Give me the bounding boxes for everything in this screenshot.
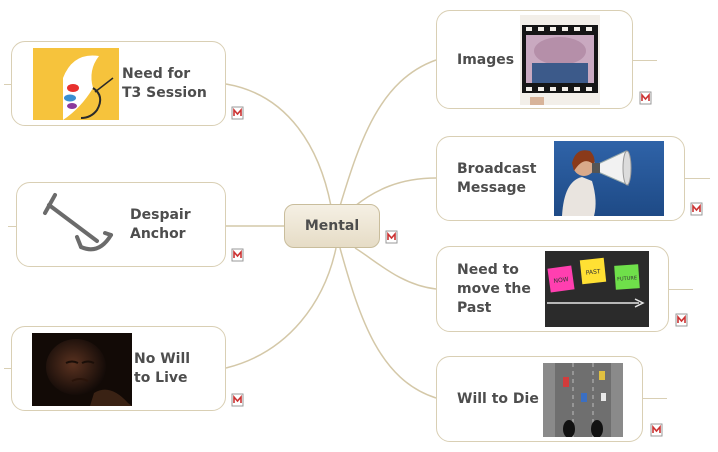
megaphone-photo — [554, 141, 664, 216]
connector-will-live — [225, 247, 337, 369]
note-icon-t3[interactable] — [231, 106, 244, 120]
sticky-notes-photo: NOW PAST FUTURE — [545, 251, 649, 327]
topic-images-label: Images — [457, 52, 515, 68]
topic-will-to-die[interactable]: Will to Die — [436, 356, 643, 442]
note-icon-central[interactable] — [385, 230, 398, 244]
topic-t3-session-label: Need for T3 Session — [122, 66, 207, 101]
topic-will-to-die-label: Will to Die — [457, 391, 539, 407]
central-topic-label: Mental — [304, 218, 360, 234]
note-icon-broadcast[interactable] — [690, 202, 703, 216]
stub-will-live — [4, 368, 12, 369]
stub-anchor — [8, 226, 16, 227]
connector-die — [339, 247, 437, 399]
note-icon-anchor[interactable] — [231, 248, 244, 262]
stub-images — [633, 60, 657, 61]
topic-t3-session[interactable]: Need for T3 Session — [11, 41, 226, 126]
sticky-note-now: NOW — [553, 276, 569, 285]
topic-move-the-past[interactable]: Need to move the Past NOW PAST FUTURE — [436, 246, 669, 332]
anchor-image — [43, 193, 113, 252]
connector-t3 — [225, 83, 332, 207]
topic-despair-anchor-label: Despair Anchor — [130, 207, 191, 242]
butterfly-logo-image — [33, 48, 119, 120]
connector-images — [339, 59, 437, 207]
connector-past — [354, 247, 437, 290]
sticky-note-future: FUTURE — [617, 275, 637, 282]
topic-broadcast-message[interactable]: Broadcast Message — [436, 136, 685, 221]
sticky-note-past: PAST — [585, 268, 601, 277]
stub-past — [669, 289, 693, 290]
topic-images[interactable]: Images — [436, 10, 633, 109]
stub-t3 — [4, 84, 12, 85]
topic-no-will-to-live[interactable]: No Will to Live — [11, 326, 226, 411]
note-icon-images[interactable] — [639, 91, 652, 105]
central-topic[interactable]: Mental — [284, 204, 380, 248]
topic-no-will-to-live-label: No Will to Live — [134, 351, 191, 386]
sad-woman-photo — [32, 333, 132, 406]
topic-broadcast-message-label: Broadcast Message — [457, 161, 537, 196]
film-frame-photo — [520, 15, 600, 105]
note-icon-die[interactable] — [650, 423, 663, 437]
street-from-above-photo — [543, 363, 623, 437]
note-icon-past[interactable] — [675, 313, 688, 327]
stub-broadcast — [685, 178, 710, 179]
connector-broadcast — [354, 177, 437, 207]
topic-move-the-past-label: Need to move the Past — [457, 262, 531, 316]
topic-despair-anchor[interactable]: Despair Anchor — [16, 182, 226, 267]
stub-die — [643, 398, 667, 399]
note-icon-will-live[interactable] — [231, 393, 244, 407]
